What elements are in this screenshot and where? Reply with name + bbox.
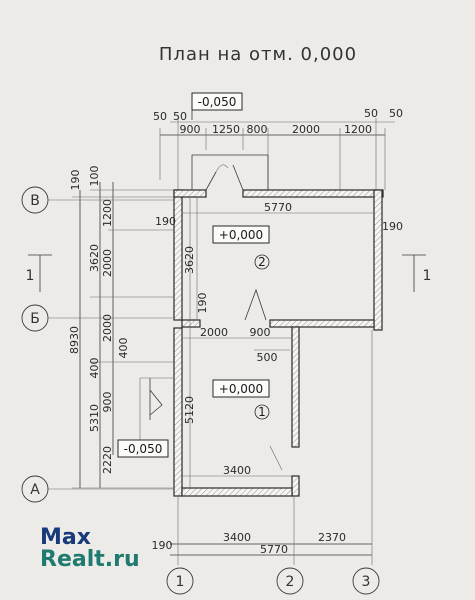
site-watermark-logo: Max Realt.ru <box>40 527 140 571</box>
dim-top-900: 900 <box>180 123 201 136</box>
dim-top-1200: 1200 <box>344 123 372 136</box>
dim-inner-190c: 190 <box>196 293 209 314</box>
level-room-2: +0,000 <box>219 228 263 242</box>
dim-top-50c: 50 <box>364 107 378 120</box>
dim-bottom-190: 190 <box>152 539 173 552</box>
axis-markers-numbers: 1 2 3 <box>166 567 380 595</box>
axis-letter-v: В <box>30 193 40 209</box>
dim-inner-2000: 2000 <box>200 326 228 339</box>
axis-number-1: 1 <box>176 574 185 590</box>
watermark-line-2: Realt.ru <box>40 547 140 572</box>
dim-inner-500: 500 <box>257 351 278 364</box>
level-lower: -0,050 <box>124 442 163 456</box>
level-upper: -0,050 <box>198 95 237 109</box>
dim-inner-3400: 3400 <box>223 464 251 477</box>
level-room-1: +0,000 <box>219 382 263 396</box>
level-box-lower: -0,050 <box>117 439 169 458</box>
dim-left-900: 900 <box>101 392 114 413</box>
dim-left-100: 100 <box>88 166 101 187</box>
dim-top-50a: 50 <box>153 110 167 123</box>
dim-left-3620: 3620 <box>88 244 101 272</box>
section-mark-left: 1 <box>26 268 35 284</box>
room-number-1: 1 <box>258 405 266 419</box>
walls <box>139 154 384 497</box>
inner-dimensions: 190 5770 190 3620 190 2000 900 500 5120 … <box>155 197 403 477</box>
plan-title: План на отм. 0,000 <box>159 44 357 65</box>
level-box-upper: -0,050 <box>191 92 243 120</box>
dim-left-2000b: 2000 <box>101 314 114 342</box>
bottom-dimensions: 190 3400 2370 5770 <box>152 330 373 565</box>
dim-inner-3620: 3620 <box>183 246 196 274</box>
room-2-label: +0,000 2 <box>212 225 270 270</box>
top-dimension-chain: 50 50 900 1250 800 2000 1200 50 50 <box>153 107 403 190</box>
dim-inner-5120: 5120 <box>183 396 196 424</box>
dim-top-1250: 1250 <box>212 123 240 136</box>
dim-top-2000: 2000 <box>292 123 320 136</box>
dim-inner-190b: 190 <box>382 220 403 233</box>
dim-top-50d: 50 <box>389 107 403 120</box>
dim-inner-190a: 190 <box>155 215 176 228</box>
dim-top-50b: 50 <box>173 110 187 123</box>
dim-inner-5770: 5770 <box>264 201 292 214</box>
dim-left-2000a: 2000 <box>101 249 114 277</box>
dim-bottom-2370: 2370 <box>318 531 346 544</box>
left-dimensions: 190 100 1200 3620 2000 2000 8930 400 400… <box>68 166 174 489</box>
dim-left-400b: 400 <box>88 358 101 379</box>
dim-left-400a: 400 <box>117 338 130 359</box>
axis-letter-b: Б <box>30 311 40 327</box>
dim-left-190: 190 <box>69 170 82 191</box>
dim-left-2220: 2220 <box>101 446 114 474</box>
dim-left-8930: 8930 <box>68 326 81 354</box>
axis-letter-a: А <box>30 482 40 498</box>
room-1-label: +0,000 1 <box>212 379 270 420</box>
section-mark-right: 1 <box>423 268 432 284</box>
dim-left-1200: 1200 <box>101 199 114 227</box>
dim-bottom-5770: 5770 <box>260 543 288 556</box>
dim-inner-900: 900 <box>250 326 271 339</box>
axis-number-2: 2 <box>286 574 295 590</box>
axis-number-3: 3 <box>362 574 371 590</box>
section-marks: 1 1 <box>26 254 432 292</box>
axis-markers-letters: В Б А <box>21 186 174 503</box>
watermark-line-1: Max <box>40 525 91 550</box>
dim-top-800: 800 <box>247 123 268 136</box>
dim-left-5310: 5310 <box>88 404 101 432</box>
room-number-2: 2 <box>258 255 266 269</box>
dim-bottom-3400: 3400 <box>223 531 251 544</box>
